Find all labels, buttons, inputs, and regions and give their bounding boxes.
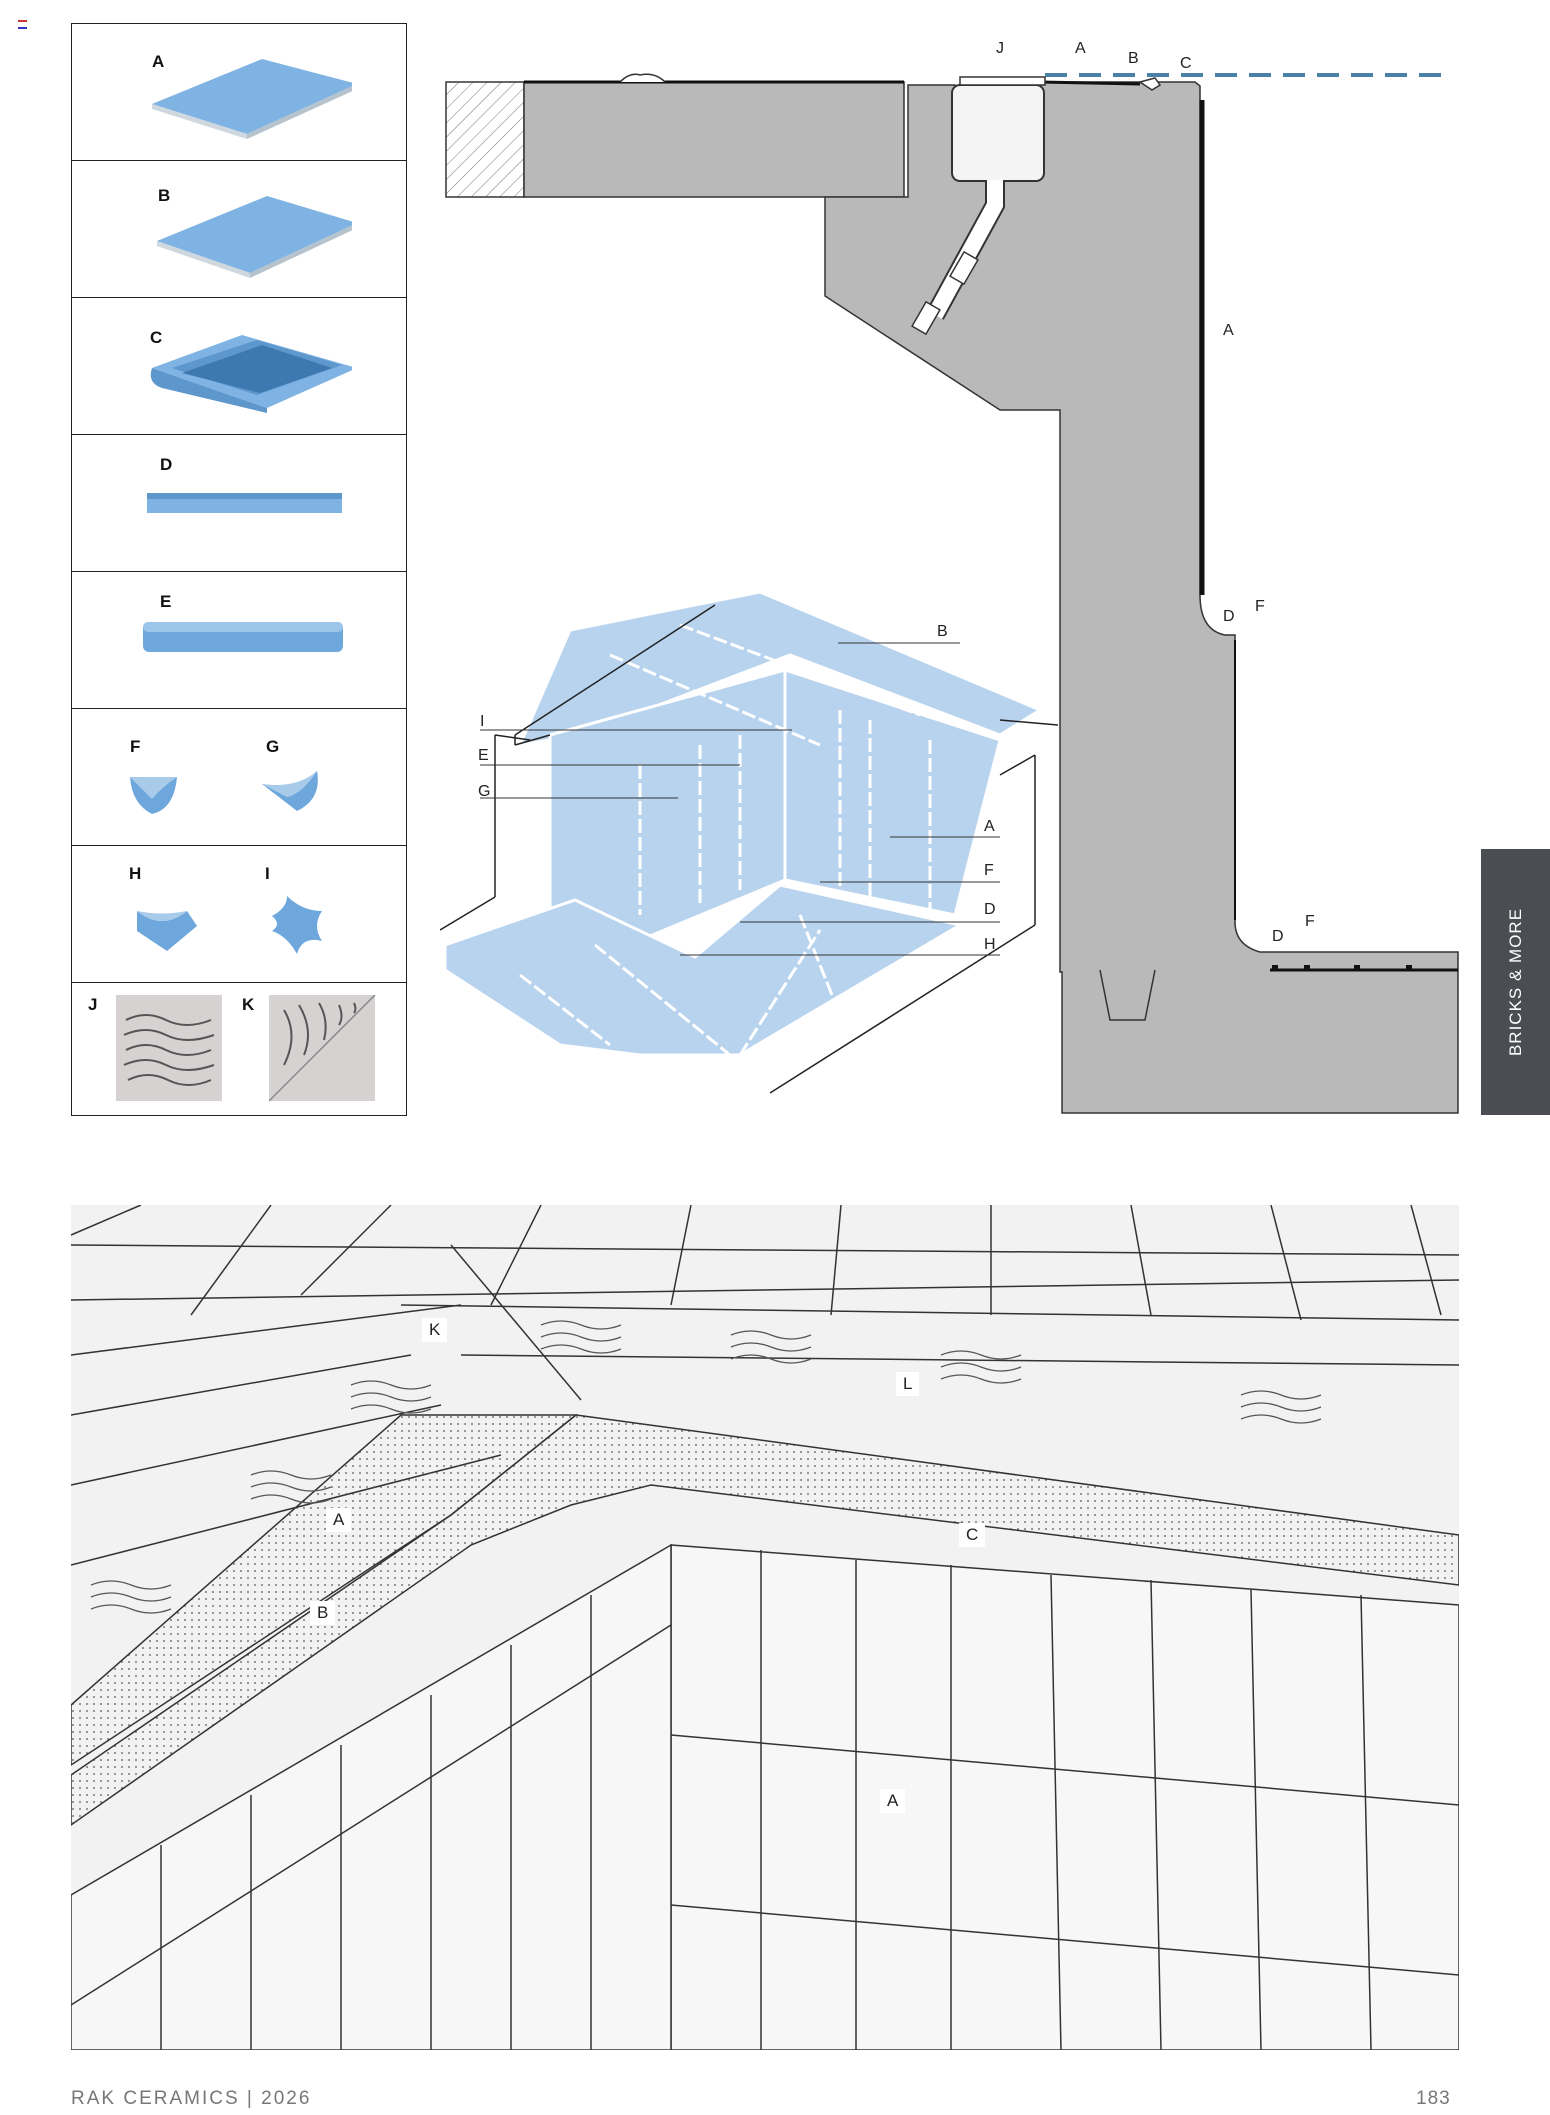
iso-label-f: F: [984, 862, 994, 879]
section-label-c-top: C: [1180, 55, 1192, 72]
tile-i-icon: [272, 896, 322, 954]
tile-e-icon: [143, 622, 343, 652]
pool-cross-section: [445, 73, 1459, 1114]
coping-dotted-strip: [71, 1414, 1459, 1826]
section-side-tab[interactable]: BRICKS & MORE: [1481, 849, 1550, 1115]
section-label-b-top: B: [1128, 50, 1139, 67]
catalog-item-a: A: [72, 24, 406, 161]
catalog-item-e: E: [72, 572, 406, 709]
catalog-item-c: C: [72, 298, 406, 435]
iso-label-e: E: [478, 747, 489, 764]
hatched-soil: [445, 81, 525, 198]
tile-g-icon: [262, 771, 318, 811]
tile-c-icon: [150, 335, 352, 413]
deck-slab: [523, 81, 905, 198]
pool-corner-render: [71, 1205, 1459, 2050]
catalog-item-d: D: [72, 435, 406, 572]
tile-k-icon: [269, 995, 376, 1102]
tile-j-icon: [116, 995, 222, 1101]
catalog-item-f-g: F G: [72, 709, 406, 846]
catalog-label-j: J: [88, 995, 98, 1014]
footer-brand: RAK CERAMICS | 2026: [71, 2088, 312, 2109]
tile-f-icon: [130, 777, 177, 814]
catalog-label-b: B: [158, 186, 171, 205]
tile-d-icon: [147, 493, 342, 513]
render-label-a-deck: A: [326, 1508, 352, 1532]
section-label-a-top: A: [1075, 40, 1086, 57]
catalog-label-f: F: [130, 737, 141, 756]
tile-b-icon: [157, 196, 352, 278]
section-label-d-mid: D: [1223, 608, 1235, 625]
catalog-item-j-k: J K: [72, 983, 406, 1120]
render-label-a-wall: A: [880, 1789, 906, 1813]
iso-label-d: D: [984, 901, 996, 918]
tile-catalog: A B C D E: [71, 23, 407, 1116]
overflow-gutter: [951, 84, 1045, 182]
page-number: 183: [1416, 2088, 1451, 2109]
catalog-label-c: C: [150, 328, 163, 347]
iso-label-g: G: [478, 783, 491, 800]
iso-label-b: B: [937, 623, 948, 640]
section-label-d-low: D: [1272, 928, 1284, 945]
iso-label-i: I: [480, 713, 485, 730]
catalog-label-i: I: [265, 864, 270, 883]
section-label-a-wall: A: [1223, 322, 1234, 339]
tile-h-icon: [137, 911, 197, 951]
drain-pipe: [911, 180, 1005, 336]
catalog-label-h: H: [129, 864, 142, 883]
render-label-k: K: [422, 1318, 448, 1342]
side-tab-label: BRICKS & MORE: [1505, 907, 1525, 1057]
catalog-label-d: D: [160, 455, 173, 474]
tile-a-icon: [152, 59, 352, 139]
iso-label-a: A: [984, 818, 995, 835]
render-label-b: B: [310, 1601, 336, 1625]
coping-c-tile: [1138, 77, 1162, 91]
section-label-f-mid: F: [1255, 598, 1265, 615]
isometric-corner-diagram: [440, 590, 1059, 1094]
catalog-item-h-i: H I: [72, 846, 406, 983]
catalog-label-g: G: [266, 737, 280, 756]
corner-mark: [18, 20, 27, 29]
catalog-label-e: E: [160, 592, 172, 611]
section-label-j: J: [996, 40, 1004, 57]
catalog-label-a: A: [152, 52, 165, 71]
catalog-label-k: K: [242, 995, 255, 1014]
section-label-f-low: F: [1305, 913, 1315, 930]
render-label-l: L: [896, 1372, 920, 1396]
catalog-item-b: B: [72, 161, 406, 298]
iso-label-h: H: [984, 936, 996, 953]
render-label-c: C: [959, 1523, 986, 1547]
